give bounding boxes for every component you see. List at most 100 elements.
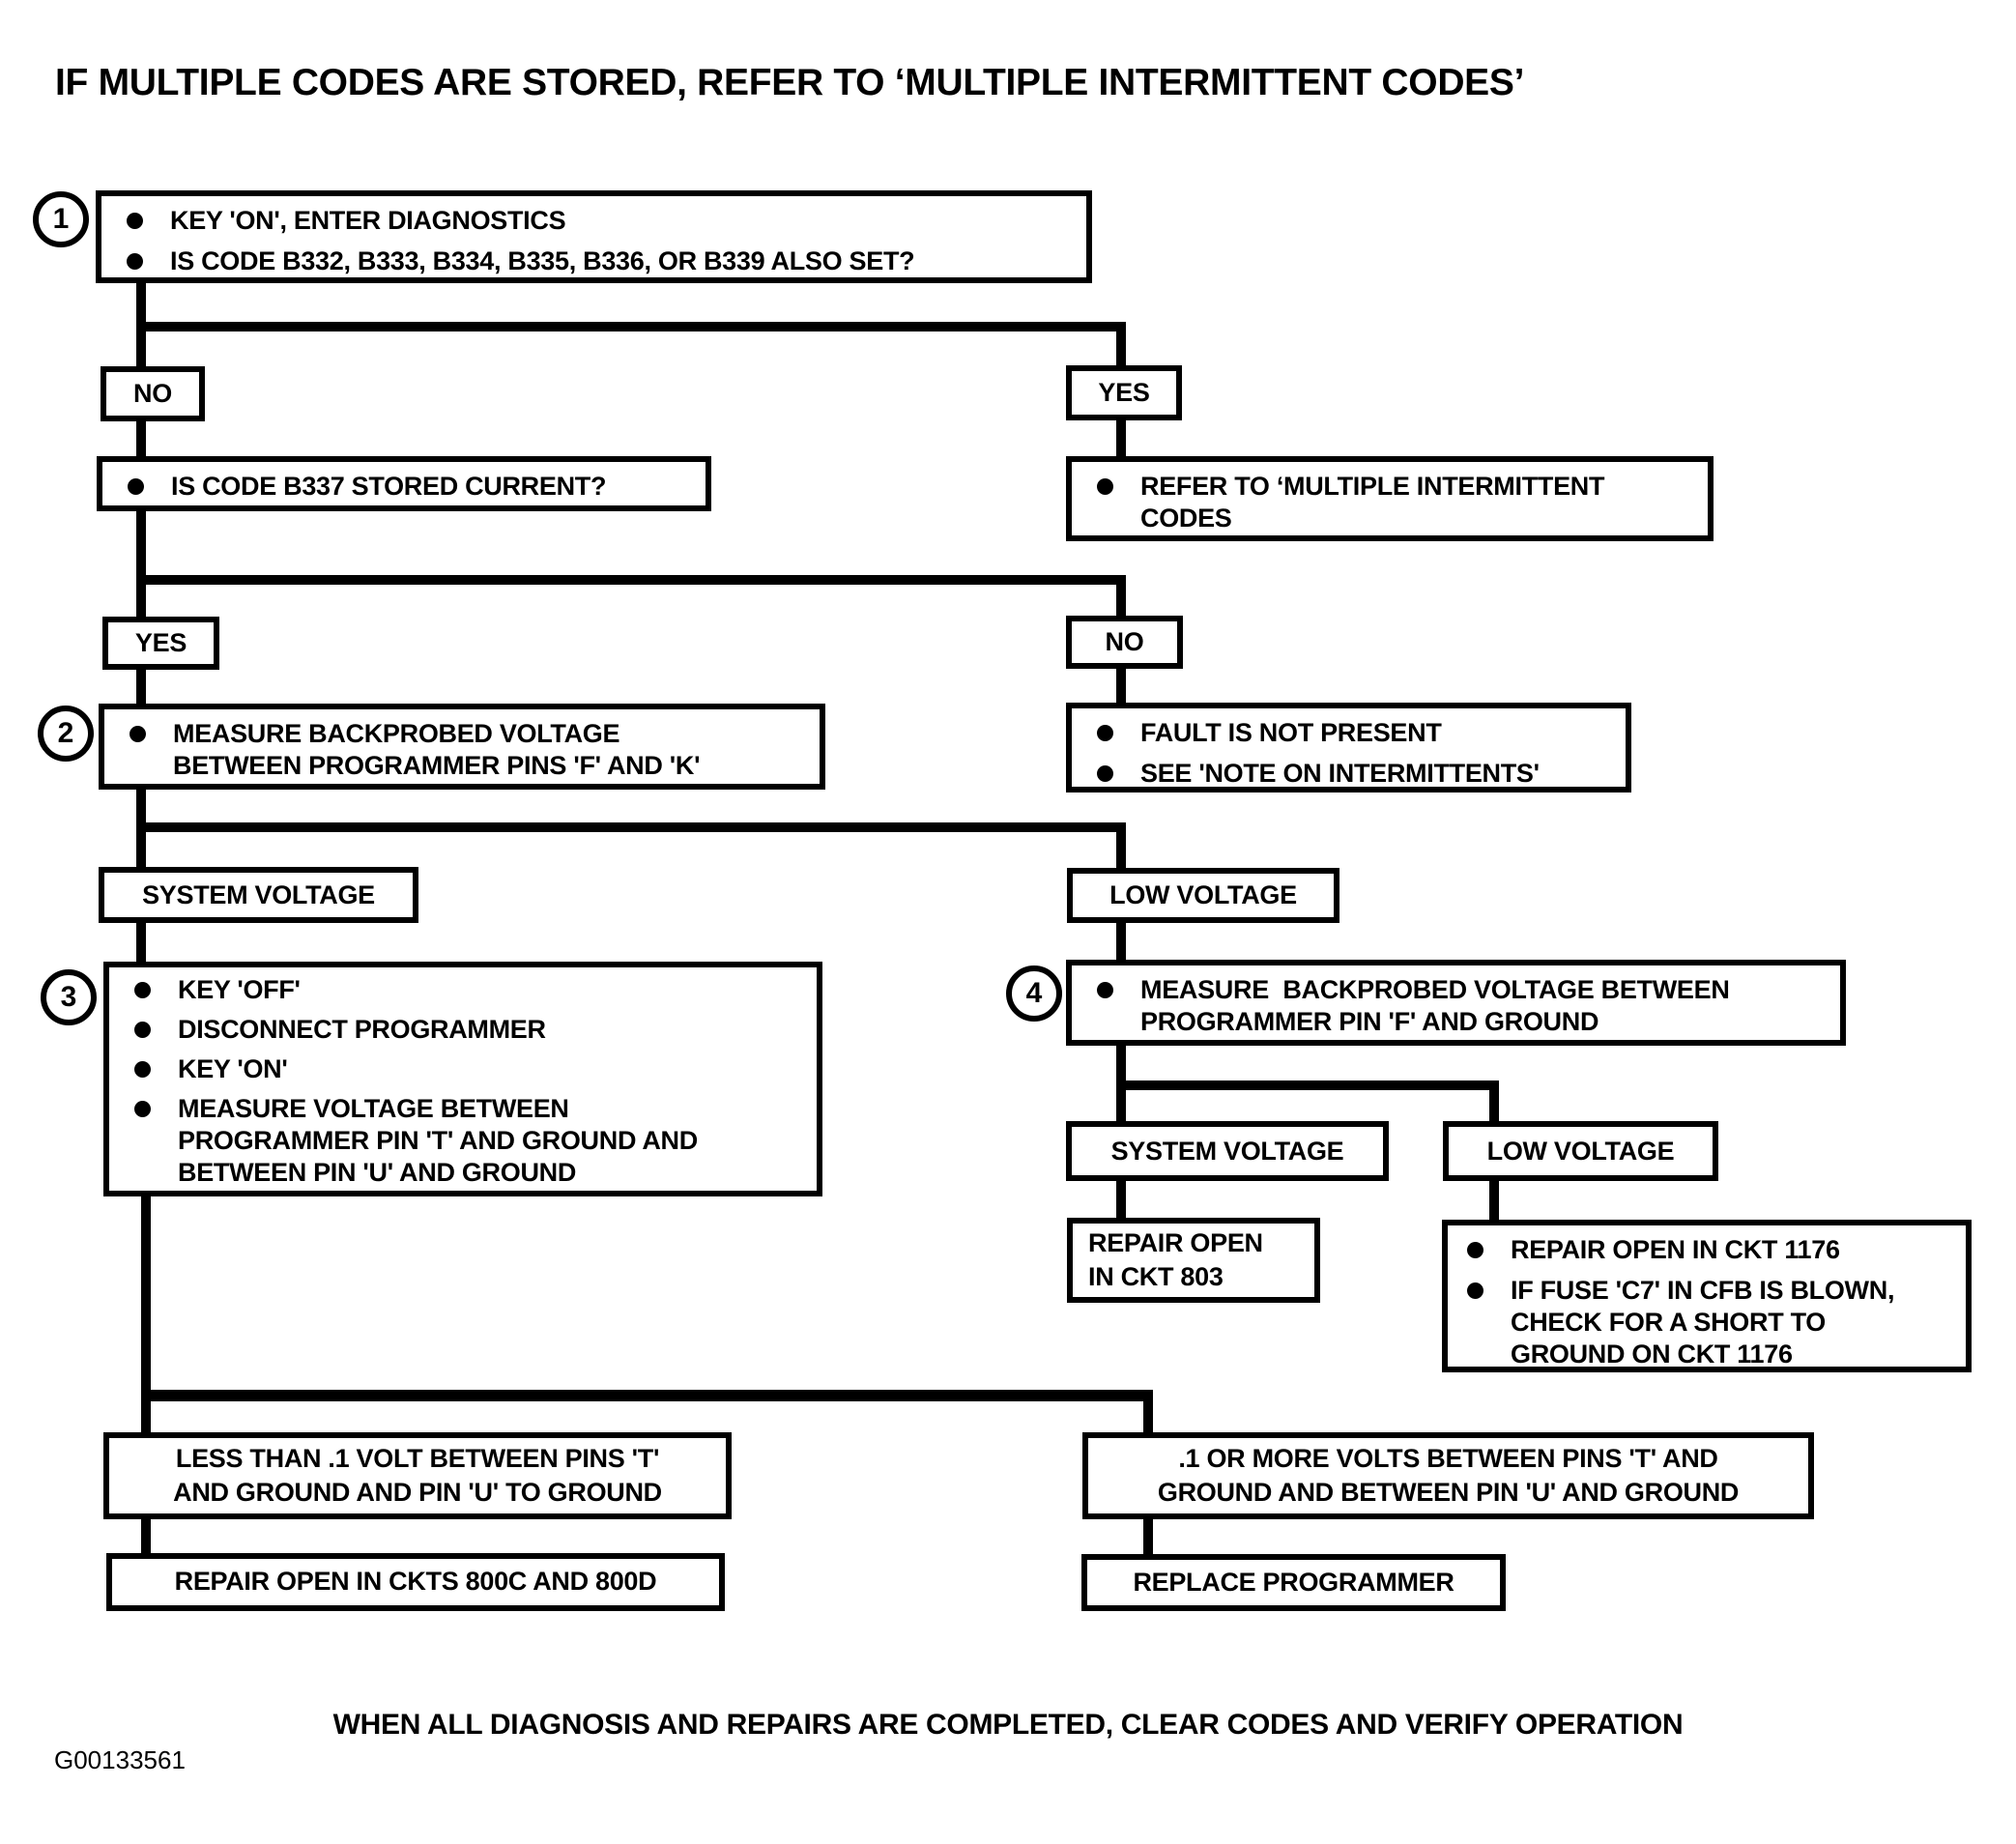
text-line: KEY 'ON', ENTER DIAGNOSTICS (170, 206, 566, 235)
bullet-item: IS CODE B332, B333, B334, B335, B336, OR… (127, 245, 1079, 277)
bullet-item: KEY 'ON', ENTER DIAGNOSTICS (127, 205, 1079, 237)
node-refer-multiple-codes: REFER TO ‘MULTIPLE INTERMITTENT CODES (1066, 456, 1714, 541)
text-line: DISCONNECT PROGRAMMER (178, 1014, 546, 1044)
text-line: GROUND ON CKT 1176 (1511, 1339, 1793, 1369)
connector-line (136, 788, 146, 826)
bullet-icon (134, 1060, 151, 1078)
connector-line (1116, 832, 1126, 870)
branch-label-no-2: NO (1066, 616, 1183, 669)
bullet-item: MEASURE VOLTAGE BETWEEN PROGRAMMER PIN '… (134, 1093, 809, 1189)
node-repair-ckts-800c-800d: REPAIR OPEN IN CKTS 800C AND 800D (106, 1553, 725, 1611)
text-line: KEY 'ON' (178, 1053, 288, 1083)
connector-line (1489, 1179, 1499, 1222)
connector-line (141, 1390, 1153, 1401)
bullet-icon (1097, 764, 1113, 782)
connector-line (141, 1195, 151, 1394)
text-line: IN CKT 803 (1088, 1262, 1224, 1291)
text-line: BETWEEN PROGRAMMER PINS 'F' AND 'K' (173, 750, 701, 780)
text-line: PROGRAMMER PIN 'T' AND GROUND AND (178, 1125, 698, 1155)
text-line: REPAIR OPEN IN CKT 1176 (1511, 1235, 1840, 1264)
text-line: MEASURE BACKPROBED VOLTAGE (173, 719, 620, 748)
bullet-icon (127, 252, 143, 270)
branch-label-system-voltage-2: SYSTEM VOLTAGE (1066, 1121, 1389, 1181)
node-replace-programmer: REPLACE PROGRAMMER (1081, 1554, 1506, 1611)
connector-line (1143, 1401, 1153, 1434)
branch-label-low-voltage-1: LOW VOLTAGE (1067, 868, 1339, 923)
text-line: REPAIR OPEN (1088, 1227, 1263, 1257)
flow-step-2-box: MEASURE BACKPROBED VOLTAGE BETWEEN PROGR… (99, 704, 825, 790)
node-repair-ckt-1176: REPAIR OPEN IN CKT 1176 IF FUSE 'C7' IN … (1442, 1220, 1972, 1372)
bullet-item: SEE 'NOTE ON INTERMITTENTS' (1097, 758, 1618, 790)
text-line: GROUND AND BETWEEN PIN 'U' AND GROUND (1157, 1478, 1740, 1507)
node-point1-or-more-volts: .1 OR MORE VOLTS BETWEEN PINS 'T' AND GR… (1082, 1432, 1814, 1519)
connector-line (136, 575, 1126, 585)
bullet-item: IF FUSE 'C7' IN CFB IS BLOWN, CHECK FOR … (1467, 1275, 1958, 1370)
node-repair-ckt-803: REPAIR OPEN IN CKT 803 (1067, 1218, 1320, 1303)
bullet-item: KEY 'ON' (134, 1053, 809, 1085)
bullet-icon (130, 726, 146, 742)
text-line: IS CODE B337 STORED CURRENT? (171, 472, 607, 501)
text-line: .1 OR MORE VOLTS BETWEEN PINS 'T' AND (1178, 1443, 1718, 1473)
connector-line (1116, 921, 1126, 962)
text-line: MEASURE VOLTAGE BETWEEN (178, 1093, 569, 1123)
figure-id: G00133561 (54, 1745, 186, 1774)
bullet-item: DISCONNECT PROGRAMMER (134, 1014, 809, 1046)
text-line: AND GROUND AND PIN 'U' TO GROUND (173, 1478, 662, 1507)
text-line: IS CODE B332, B333, B334, B335, B336, OR… (170, 245, 915, 275)
text-line: BETWEEN PIN 'U' AND GROUND (178, 1157, 577, 1187)
connector-line (136, 668, 146, 706)
branch-label-system-voltage-1: SYSTEM VOLTAGE (99, 867, 418, 923)
connector-line (136, 921, 146, 964)
connector-line (136, 832, 146, 869)
connector-line (1143, 1517, 1153, 1556)
text-line: KEY 'OFF' (178, 975, 301, 1004)
node-less-than-point1-volt: LESS THAN .1 VOLT BETWEEN PINS 'T' AND G… (103, 1432, 732, 1519)
step-marker-2: 2 (38, 706, 94, 762)
text-line: REPLACE PROGRAMMER (1133, 1567, 1454, 1597)
connector-line (136, 331, 146, 368)
flow-step-3-box: KEY 'OFF' DISCONNECT PROGRAMMER KEY 'ON'… (103, 962, 822, 1196)
text-line: FAULT IS NOT PRESENT (1140, 718, 1442, 747)
text-line: LESS THAN .1 VOLT BETWEEN PINS 'T' (175, 1443, 660, 1473)
text-line: MEASURE BACKPROBED VOLTAGE BETWEEN (1140, 975, 1730, 1004)
text-line: IF FUSE 'C7' IN CFB IS BLOWN, (1511, 1275, 1895, 1305)
bullet-item: REPAIR OPEN IN CKT 1176 (1467, 1234, 1958, 1266)
connector-line (136, 322, 1126, 331)
connector-line (1116, 1080, 1499, 1090)
text-line: PROGRAMMER PIN 'F' AND GROUND (1140, 1006, 1599, 1036)
bullet-icon (1097, 725, 1113, 741)
connector-line (1116, 331, 1126, 367)
text-line: CHECK FOR A SHORT TO (1511, 1307, 1827, 1337)
connector-line (1116, 418, 1126, 458)
text-line: REPAIR OPEN IN CKTS 800C AND 800D (174, 1567, 657, 1597)
bullet-item: IS CODE B337 STORED CURRENT? (128, 471, 698, 503)
bullet-icon (1097, 478, 1113, 495)
bullet-icon (1097, 982, 1113, 998)
page-title: IF MULTIPLE CODES ARE STORED, REFER TO ‘… (55, 62, 1525, 103)
connector-line (136, 509, 146, 579)
bullet-item: REFER TO ‘MULTIPLE INTERMITTENT CODES (1097, 471, 1700, 534)
step-marker-3: 3 (41, 969, 97, 1025)
bullet-icon (134, 1100, 151, 1117)
connector-line (1116, 1179, 1126, 1220)
connector-line (1489, 1090, 1499, 1123)
node-fault-not-present: FAULT IS NOT PRESENT SEE 'NOTE ON INTERM… (1066, 703, 1631, 792)
footer-note: WHEN ALL DIAGNOSIS AND REPAIRS ARE COMPL… (332, 1709, 1684, 1741)
connector-line (141, 1517, 151, 1555)
branch-label-no-1: NO (101, 366, 205, 421)
connector-line (1116, 667, 1126, 705)
bullet-icon (128, 478, 144, 495)
flow-step-1-box: KEY 'ON', ENTER DIAGNOSTICS IS CODE B332… (96, 190, 1092, 283)
bullet-icon (134, 982, 151, 998)
bullet-item: MEASURE BACKPROBED VOLTAGE BETWEEN PROGR… (130, 718, 812, 782)
connector-line (136, 585, 146, 619)
bullet-icon (1467, 1282, 1483, 1299)
bullet-icon (1467, 1242, 1483, 1258)
flow-step-4-box: MEASURE BACKPROBED VOLTAGE BETWEEN PROGR… (1066, 960, 1846, 1046)
bullet-item: KEY 'OFF' (134, 974, 809, 1006)
branch-label-yes-1: YES (1066, 365, 1182, 420)
step-marker-4: 4 (1006, 965, 1062, 1022)
connector-line (136, 822, 1126, 832)
bullet-icon (134, 1021, 151, 1038)
